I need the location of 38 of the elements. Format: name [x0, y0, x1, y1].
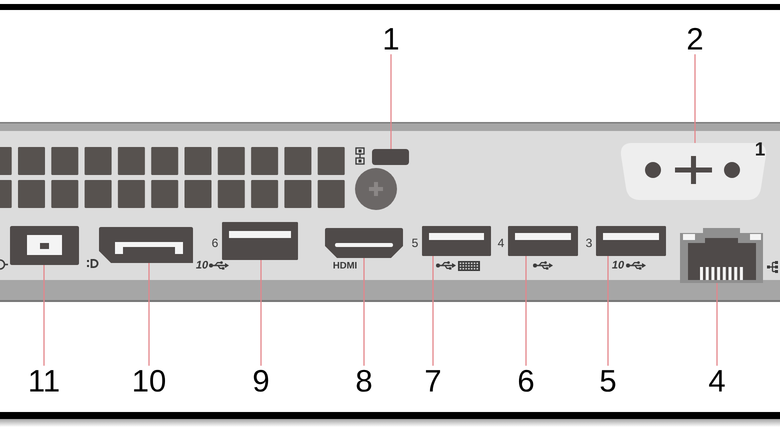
leader-line [525, 256, 527, 366]
callout-number: 4 [708, 366, 726, 397]
port-number: 3 [586, 236, 592, 248]
leader-line [390, 54, 392, 149]
leader-line [148, 263, 150, 366]
usb-port [222, 222, 298, 260]
leader-line [607, 256, 609, 366]
serial-port [620, 143, 767, 200]
port-number: 1 [754, 140, 766, 160]
hdmi-port [325, 228, 403, 258]
port-number: 5 [412, 236, 418, 248]
usb-port [508, 226, 578, 256]
callout-number: 11 [28, 366, 60, 397]
speed-label: 10 [612, 260, 624, 271]
port-number: 4 [498, 236, 504, 248]
ethernet-port [680, 228, 763, 283]
displayport-port [99, 227, 193, 263]
leader-line [716, 283, 718, 366]
speed-label: 10 [196, 260, 208, 271]
port-label: HDMI [332, 261, 358, 271]
callout-number: 7 [424, 366, 442, 397]
leader-line [432, 256, 434, 366]
leader-line [260, 260, 262, 366]
leader-line [363, 258, 365, 366]
callout-number: 2 [686, 23, 704, 54]
callout-number: 10 [132, 366, 166, 397]
callout-number: 5 [599, 366, 617, 397]
usb-port [422, 226, 491, 256]
callout-number: 1 [382, 23, 400, 54]
lock-slot [372, 149, 409, 165]
port-number: 6 [212, 236, 218, 248]
power-connector [10, 226, 79, 265]
usb-port [596, 226, 666, 256]
callout-number: 8 [355, 366, 373, 397]
leader-line [694, 54, 696, 143]
callout-number: 6 [517, 366, 535, 397]
leader-line [43, 265, 45, 366]
callout-number: 9 [252, 366, 270, 397]
